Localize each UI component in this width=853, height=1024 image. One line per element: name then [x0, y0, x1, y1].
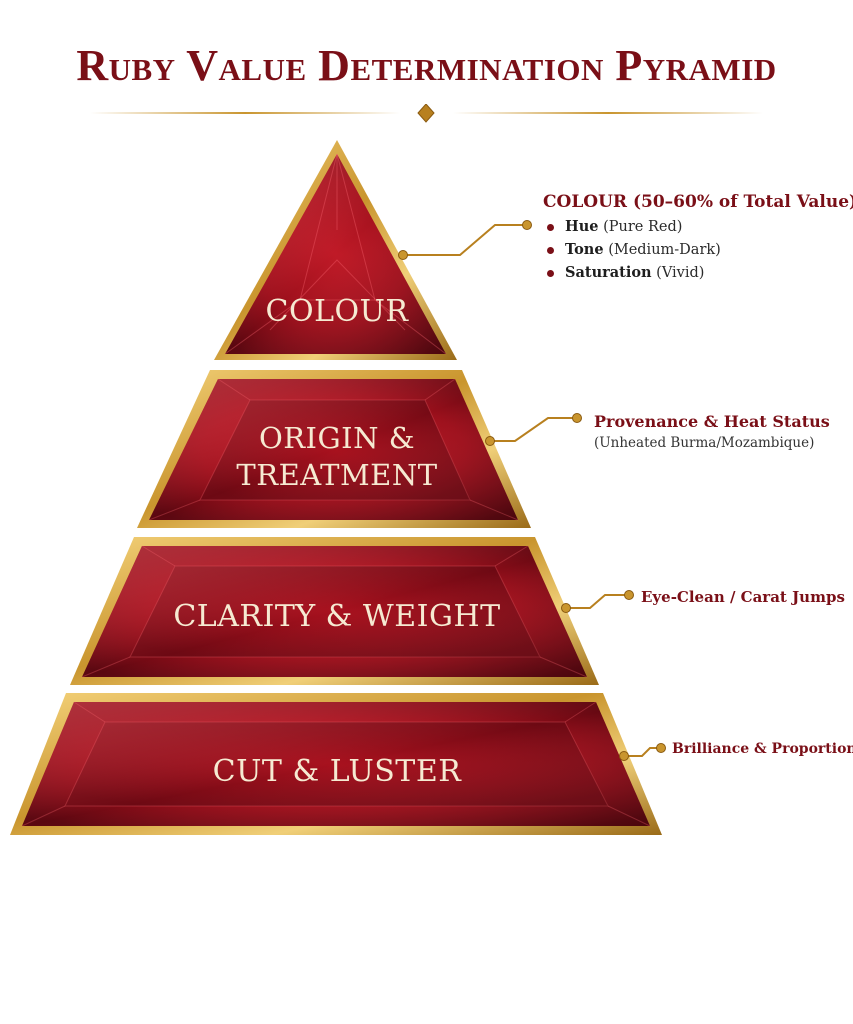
- leader-dot-colour-start: [398, 250, 408, 260]
- tier-colour-facets: [224, 153, 447, 355]
- bullet-dot-icon: [547, 247, 554, 254]
- title-divider: [90, 104, 763, 123]
- annotation-clarity-title: Eye-Clean / Carat Jumps: [641, 588, 845, 606]
- divider-line-left: [90, 112, 400, 114]
- bullet-item-tone: Tone (Medium-Dark): [543, 241, 853, 258]
- leader-dot-cut-end: [656, 743, 666, 753]
- leader-line-clarity: [566, 594, 628, 609]
- annotation-origin: Provenance & Heat Status (Unheated Burma…: [594, 412, 830, 451]
- leader-dot-cut-start: [619, 751, 629, 761]
- tier-clarity-facets: [81, 545, 588, 678]
- annotation-clarity: Eye-Clean / Carat Jumps: [641, 588, 845, 606]
- annotation-origin-title: Provenance & Heat Status: [594, 412, 830, 431]
- annotation-colour: COLOUR (50–60% of Total Value) Hue (Pure…: [543, 192, 853, 287]
- bullet-dot-icon: [547, 270, 554, 277]
- leader-lines: [403, 224, 660, 757]
- annotation-colour-title: COLOUR (50–60% of Total Value): [543, 192, 853, 212]
- page-title: Ruby Value Determination Pyramid: [76, 41, 777, 90]
- leader-line-cut: [624, 747, 660, 757]
- tier-cut: CUT & LUSTER: [10, 693, 662, 835]
- tier-colour-label: COLOUR: [266, 294, 410, 329]
- tier-cut-label: CUT & LUSTER: [213, 754, 463, 789]
- annotation-origin-subtitle: (Unheated Burma/Mozambique): [594, 435, 815, 451]
- bullet-item-hue: Hue (Pure Red): [543, 218, 853, 235]
- leader-line-colour: [403, 224, 527, 256]
- leader-dot-colour-end: [522, 220, 532, 230]
- divider-line-right: [453, 112, 763, 114]
- diamond-ornament-icon: [417, 104, 435, 123]
- leader-line-origin: [490, 417, 576, 442]
- leader-dot-origin-start: [485, 436, 495, 446]
- tier-clarity-label: CLARITY & WEIGHT: [173, 599, 500, 634]
- leader-dot-clarity-start: [561, 603, 571, 613]
- tier-clarity: CLARITY & WEIGHT: [70, 537, 599, 685]
- bullet-item-saturation: Saturation (Vivid): [543, 264, 853, 281]
- tier-origin-label-line1: ORIGIN &: [259, 421, 415, 455]
- tier-colour: COLOUR: [214, 140, 457, 360]
- annotation-cut: Brilliance & Proportion: [672, 741, 853, 757]
- tier-cut-facets: [21, 701, 651, 827]
- leader-dot-clarity-end: [624, 590, 634, 600]
- annotation-colour-bullets: Hue (Pure Red) Tone (Medium-Dark) Satura…: [543, 218, 853, 281]
- tier-origin-facets: [148, 378, 519, 521]
- tier-origin-label-line2: TREATMENT: [236, 458, 437, 492]
- bullet-dot-icon: [547, 224, 554, 231]
- leader-dot-origin-end: [572, 413, 582, 423]
- tier-origin: ORIGIN & TREATMENT: [137, 370, 531, 528]
- annotation-cut-title: Brilliance & Proportion: [672, 741, 853, 757]
- leader-dots: [398, 220, 666, 761]
